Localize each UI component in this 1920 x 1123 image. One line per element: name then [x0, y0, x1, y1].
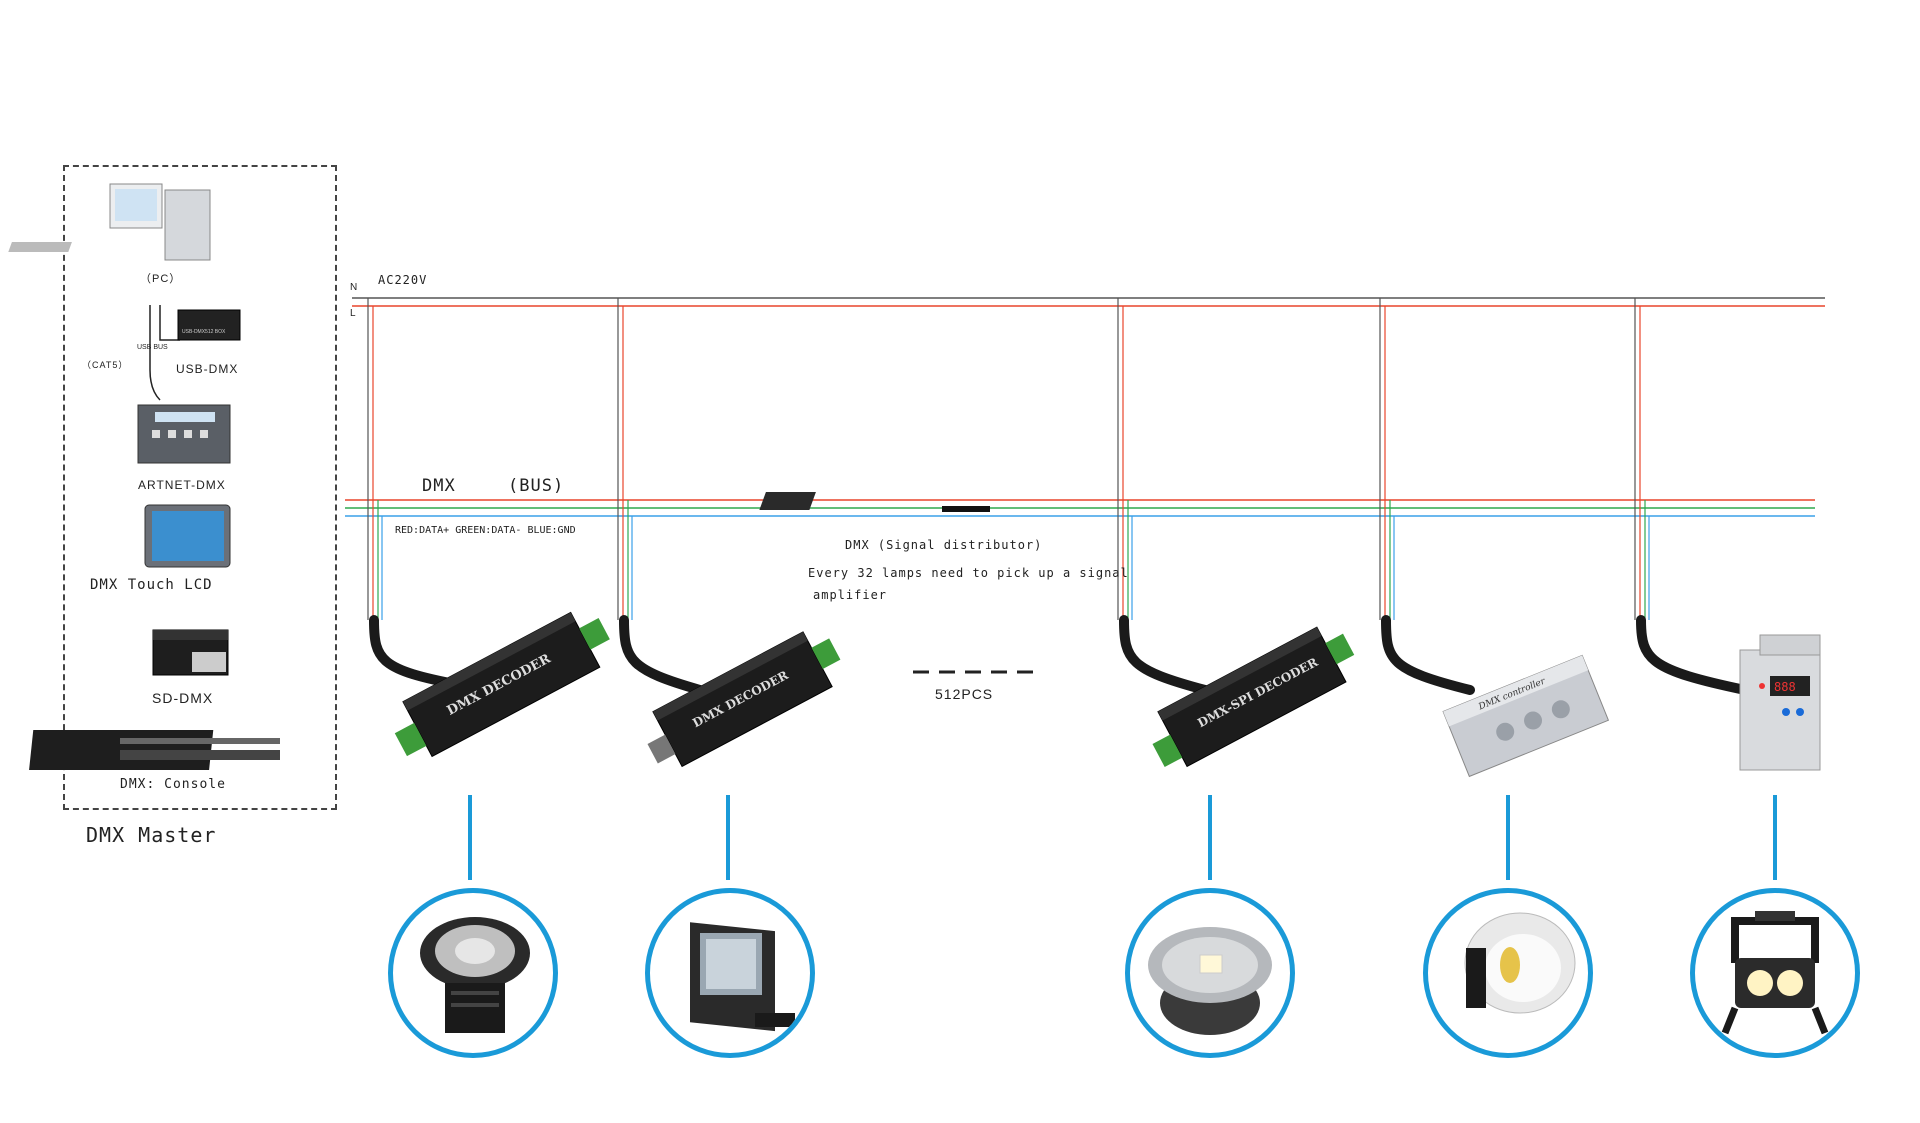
dmx-spi-decoder: DMX-SPI DECODER	[1152, 626, 1355, 768]
artnet-dmx-label: ARTNET-DMX	[138, 478, 226, 492]
touch-lcd-label: DMX Touch LCD	[90, 577, 213, 593]
decoder-cables	[369, 615, 1750, 695]
cat5-label: （CAT5）	[82, 360, 129, 370]
sd-dmx-label: SD-DMX	[152, 690, 214, 706]
dmx-console-device	[29, 730, 280, 770]
dmx-master-group	[63, 165, 337, 810]
dmx-controller-device: DMX controller	[1442, 654, 1610, 778]
dmx-bus-title: DMX	[422, 476, 456, 496]
dmx-master-title: DMX Master	[86, 823, 217, 847]
floodlight-icon	[645, 888, 815, 1058]
usb-bus-label: USB BUS	[137, 344, 168, 351]
master-cabling	[149, 305, 180, 401]
dmx-decoder-1: DMX DECODER	[394, 611, 610, 758]
downlight-icon	[1423, 888, 1593, 1058]
underground-lamp-icon	[1125, 888, 1295, 1058]
svg-text:USB-DMX512 BOX: USB-DMX512 BOX	[182, 329, 226, 335]
amplifier-note-line1: Every 32 lamps need to pick up a signal	[808, 566, 1129, 580]
highbay-lamp-icon	[388, 888, 558, 1058]
distributor-label: DMX (Signal distributor)	[845, 538, 1043, 552]
neutral-label: N	[350, 282, 359, 293]
voltage-label: AC220V	[378, 273, 428, 287]
dmx-decoder-2: DMX DECODER	[647, 631, 841, 768]
sd-dmx-device	[152, 629, 229, 676]
console-label: DMX: Console	[120, 777, 226, 792]
power-drops	[367, 298, 1650, 620]
live-label: L	[350, 308, 357, 319]
touch-lcd-device	[144, 504, 231, 568]
artnet-dmx-device	[137, 404, 231, 464]
svg-text:888: 888	[1774, 680, 1796, 694]
amplifier-note-line2: amplifier	[813, 588, 888, 602]
signal-distributor-device	[759, 492, 990, 512]
usb-dmx-box: USB-DMX512 BOX	[177, 309, 241, 341]
lamp-stems	[468, 795, 1777, 880]
pc-label: （PC）	[140, 273, 182, 285]
usb-dmx-label: USB-DMX	[176, 362, 239, 376]
dmx-bus-subtitle: (BUS)	[508, 476, 565, 496]
pc-icon	[8, 183, 211, 261]
bus-wiring-legend: RED:DATA+ GREEN:DATA- BLUE:GND	[395, 525, 576, 536]
din-rail-controller: 888	[1739, 634, 1821, 771]
work-light-icon	[1690, 888, 1860, 1058]
count-label: 512PCS	[935, 686, 994, 702]
